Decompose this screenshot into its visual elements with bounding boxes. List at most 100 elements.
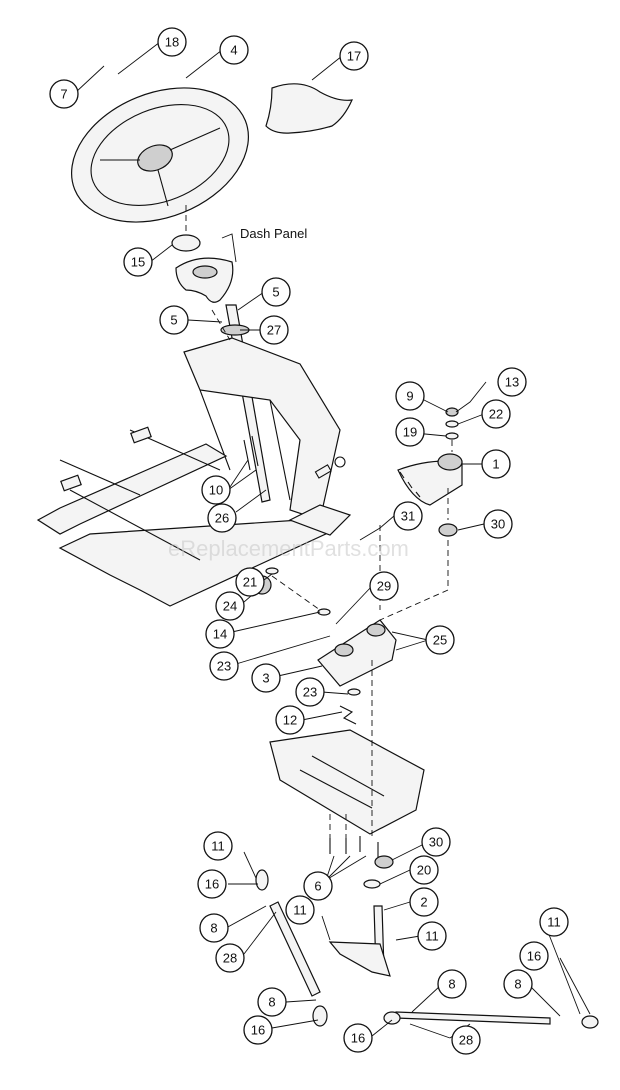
svg-text:5: 5 [170, 313, 177, 328]
svg-text:11: 11 [211, 839, 225, 854]
callout-31: 31 [393, 501, 423, 531]
callout-27: 27 [259, 315, 289, 345]
callout-11-a: 11 [203, 831, 233, 861]
part-washer-23 [347, 688, 361, 696]
svg-text:25: 25 [433, 633, 447, 648]
part-bushing-30-lower [374, 855, 394, 869]
callout-26: 26 [207, 503, 237, 533]
leader-lines [75, 41, 591, 1039]
part-steering-wheel [70, 87, 250, 223]
callout-16-b: 16 [519, 941, 549, 971]
svg-text:15: 15 [131, 255, 145, 270]
part-bolts-6 [329, 836, 379, 858]
part-hub-cap [171, 234, 201, 252]
part-washer-22 [445, 420, 459, 428]
part-ball-joint-4 [581, 1015, 599, 1029]
callout-20: 20 [409, 855, 439, 885]
part-dash-overlay [265, 83, 353, 134]
part-spring-12 [339, 705, 357, 725]
svg-text:16: 16 [251, 1023, 265, 1038]
callout-29: 29 [369, 571, 399, 601]
part-ball-joint-1 [255, 869, 269, 891]
callout-28-b: 28 [451, 1025, 481, 1055]
callout-4: 4 [219, 35, 249, 65]
part-washer-19 [445, 432, 459, 440]
svg-text:31: 31 [401, 509, 415, 524]
part-dash-panel [175, 257, 234, 303]
callout-3: 3 [251, 663, 281, 693]
callout-7: 7 [49, 79, 79, 109]
callout-2: 2 [409, 887, 439, 917]
callout-14: 14 [205, 619, 235, 649]
callout-16-c: 16 [243, 1015, 273, 1045]
part-steering-spindle [328, 905, 391, 977]
callout-5-b: 5 [159, 305, 189, 335]
svg-text:8: 8 [514, 977, 521, 992]
callout-12: 12 [275, 705, 305, 735]
svg-text:8: 8 [268, 995, 275, 1010]
part-sector-gear [397, 453, 463, 506]
svg-text:12: 12 [283, 713, 297, 728]
svg-text:4: 4 [230, 43, 237, 58]
callout-11-c: 11 [417, 921, 447, 951]
callout-8-d: 8 [257, 987, 287, 1017]
svg-text:16: 16 [205, 877, 219, 892]
svg-text:7: 7 [60, 87, 67, 102]
callout-22: 22 [481, 399, 511, 429]
svg-text:3: 3 [262, 671, 269, 686]
svg-text:16: 16 [351, 1031, 365, 1046]
svg-text:14: 14 [213, 627, 227, 642]
svg-text:1: 1 [492, 457, 499, 472]
svg-text:22: 22 [489, 407, 503, 422]
svg-text:27: 27 [267, 323, 281, 338]
svg-text:21: 21 [243, 575, 257, 590]
callout-11-b: 11 [285, 895, 315, 925]
svg-text:18: 18 [165, 35, 179, 50]
svg-text:24: 24 [223, 599, 237, 614]
callout-5-a: 5 [261, 277, 291, 307]
part-drag-link-right [395, 1011, 551, 1025]
callout-8-c: 8 [503, 969, 533, 999]
svg-text:9: 9 [406, 389, 413, 404]
part-drag-link-left [269, 901, 321, 997]
callout-23-b: 23 [295, 677, 325, 707]
callout-24: 24 [215, 591, 245, 621]
svg-text:23: 23 [217, 659, 231, 674]
svg-text:29: 29 [377, 579, 391, 594]
callout-10: 10 [201, 475, 231, 505]
svg-text:11: 11 [293, 903, 307, 918]
watermark-text: eReplacementParts.com [168, 536, 409, 561]
svg-text:10: 10 [209, 483, 223, 498]
part-steering-bracket [317, 619, 397, 687]
callout-30-a: 30 [483, 509, 513, 539]
svg-text:28: 28 [223, 951, 237, 966]
svg-text:11: 11 [425, 929, 439, 944]
svg-text:23: 23 [303, 685, 317, 700]
callout-30-b: 30 [421, 827, 451, 857]
svg-text:5: 5 [272, 285, 279, 300]
callout-9: 9 [395, 381, 425, 411]
callout-21: 21 [235, 567, 265, 597]
assembly-lines [185, 205, 453, 840]
callout-11-d: 11 [539, 907, 569, 937]
svg-text:17: 17 [347, 49, 361, 64]
dash-panel-label: Dash Panel [240, 226, 307, 241]
callout-18: 18 [157, 27, 187, 57]
svg-text:13: 13 [505, 375, 519, 390]
callout-13: 13 [497, 367, 527, 397]
callout-17: 17 [339, 41, 369, 71]
part-ball-joint-3 [383, 1011, 401, 1025]
callout-8-a: 8 [199, 913, 229, 943]
svg-text:11: 11 [547, 915, 561, 930]
callout-6: 6 [303, 871, 333, 901]
callout-1: 1 [481, 449, 511, 479]
part-bushing-30-upper [438, 523, 458, 537]
svg-text:28: 28 [459, 1033, 473, 1048]
svg-text:8: 8 [210, 921, 217, 936]
part-foot-platform [269, 729, 425, 835]
callout-23-a: 23 [209, 651, 239, 681]
callout-28-a: 28 [215, 943, 245, 973]
part-pins-10 [243, 435, 259, 471]
svg-text:2: 2 [420, 895, 427, 910]
svg-text:30: 30 [429, 835, 443, 850]
